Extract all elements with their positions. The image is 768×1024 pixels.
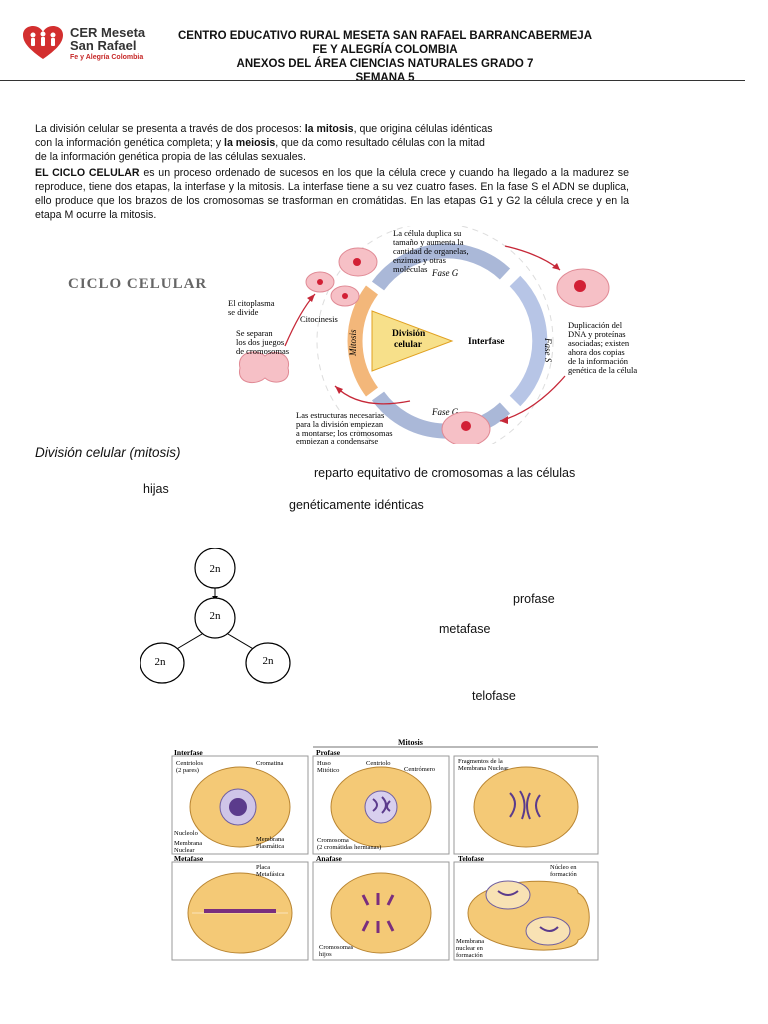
organization: FE Y ALEGRÍA COLOMBIA <box>155 43 615 57</box>
cytoplasm-label: El citoplasma se divide <box>228 298 277 317</box>
daughter-cell-label: 2n <box>155 656 167 668</box>
centromero-label: Centrómero <box>404 766 435 773</box>
cycle-paragraph: EL CICLO CELULAR es un proceso ordenado … <box>35 166 629 222</box>
daughter-cell-label: 2n <box>263 655 275 667</box>
fase-s-arc <box>515 281 540 401</box>
logo <box>22 26 64 60</box>
logo-icon <box>22 26 64 60</box>
parent-cell-label: 2n <box>210 563 222 575</box>
week: SEMANA 5 <box>155 71 615 85</box>
separation-label: Se separan los dos juegos de cromosomas <box>236 328 289 356</box>
dividing-cell-icon <box>239 352 288 383</box>
cycle-title: CICLO CELULAR <box>68 276 207 292</box>
profase-label: profase <box>513 592 555 606</box>
fase-g-top-label: Fase G <box>431 268 459 278</box>
mitosis-ring-label: Mitosis <box>348 329 358 357</box>
middle-cell-label: 2n <box>210 610 222 622</box>
cell-cycle-figure: CICLO CELULAR Fase G Fase G Fase S Mitos… <box>60 226 680 444</box>
centriolo-label: Centriolo <box>366 760 391 767</box>
fase-s-label: Fase S <box>543 337 553 363</box>
nucleolo-label: Nucleolo <box>174 830 198 837</box>
hijas-text: hijas <box>143 482 169 496</box>
interfase-label: Interfase <box>468 337 504 347</box>
cromatina-label: Cromatina <box>256 760 284 767</box>
school-name: CENTRO EDUCATIVO RURAL MESETA SAN RAFAEL… <box>155 29 615 43</box>
logo-subtitle: Fe y Alegría Colombia <box>70 54 143 61</box>
duplication-label: Duplicación del DNA y proteínas asociada… <box>568 320 637 375</box>
mitosis-phases-figure: Mitosis Interfase Profase Centriolos(2 p… <box>168 735 602 963</box>
area-title: ANEXOS DEL ÁREA CIENCIAS NATURALES GRADO… <box>155 57 615 71</box>
logo-title: CER Meseta San Rafael <box>70 26 145 52</box>
mitosis-title: Mitosis <box>398 738 423 747</box>
telofase-label: telofase <box>472 689 516 703</box>
identicas-text: genéticamente idénticas <box>289 498 424 512</box>
intro-paragraph: La división celular se presenta a través… <box>35 122 629 164</box>
cell-division-diagram: 2n 2n 2n 2n <box>140 548 300 688</box>
preparation-label: Las estructuras necesarias para la divis… <box>296 410 395 444</box>
header-divider <box>0 80 745 81</box>
section-title: División celular (mitosis) <box>35 445 181 460</box>
reparto-text: reparto equitativo de cromosomas a las c… <box>314 466 575 480</box>
metafase-label: metafase <box>439 622 490 636</box>
citocinesis-label: Citocinesis <box>300 314 338 324</box>
